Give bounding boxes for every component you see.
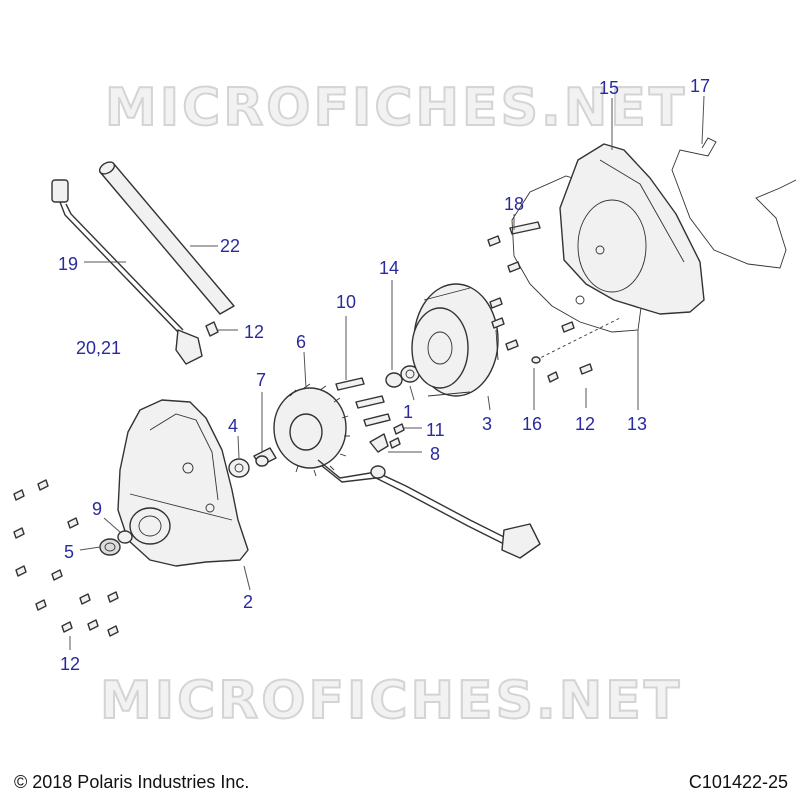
copyright-text: © 2018 Polaris Industries Inc. xyxy=(14,772,250,792)
callout-20-21: 20,21 xyxy=(76,338,121,358)
part-5-plug xyxy=(99,538,121,556)
callout-9: 9 xyxy=(92,499,102,519)
part-18-bolts xyxy=(487,221,541,351)
part-9-oring xyxy=(117,530,133,544)
callout-7: 7 xyxy=(256,370,266,390)
callout-12-left: 12 xyxy=(60,654,80,674)
callout-14: 14 xyxy=(379,258,399,278)
part-3-flywheel xyxy=(411,283,499,397)
part-16-axis xyxy=(531,317,621,364)
drawing-id: C101422-25 xyxy=(688,772,788,792)
callout-5: 5 xyxy=(64,542,74,562)
part-15-cover xyxy=(559,143,705,315)
watermark-bottom: MICROFICHES.NET xyxy=(100,671,682,731)
part-11-screws xyxy=(389,423,405,449)
part-10-bolts xyxy=(335,377,391,427)
part-17-gasket xyxy=(671,137,797,269)
callout-11: 11 xyxy=(426,420,445,440)
callout-4: 4 xyxy=(228,416,238,436)
callout-12-top: 12 xyxy=(244,322,264,342)
part-7-shaft xyxy=(253,447,277,467)
callout-2: 2 xyxy=(243,592,253,612)
leader-lines xyxy=(69,95,705,650)
part-4-bearing xyxy=(228,458,250,478)
part-1-nut xyxy=(385,372,403,388)
part-12-bolt-sensor xyxy=(205,321,219,337)
callout-18: 18 xyxy=(504,194,524,214)
callout-22: 22 xyxy=(220,236,240,256)
watermark-top: MICROFICHES.NET xyxy=(105,78,687,138)
callout-12-right: 12 xyxy=(575,414,595,434)
part-2-cover xyxy=(117,399,249,567)
callout-3: 3 xyxy=(482,414,492,434)
part-6-stator xyxy=(273,383,350,477)
part-12-bolts-right xyxy=(547,321,593,383)
callout-17: 17 xyxy=(690,76,710,96)
callout-16: 16 xyxy=(522,414,542,434)
callout-8: 8 xyxy=(430,444,440,464)
part-6-harness xyxy=(317,459,541,559)
callout-13: 13 xyxy=(627,414,647,434)
part-19-sensor xyxy=(51,179,203,365)
callout-1: 1 xyxy=(403,402,413,422)
callout-10: 10 xyxy=(336,292,356,312)
callout-19: 19 xyxy=(58,254,78,274)
callout-6: 6 xyxy=(296,332,306,352)
part-8-clamp xyxy=(369,433,389,453)
part-12-bolts-left xyxy=(13,479,119,637)
part-22-tube xyxy=(98,161,235,315)
callout-15: 15 xyxy=(599,78,619,98)
